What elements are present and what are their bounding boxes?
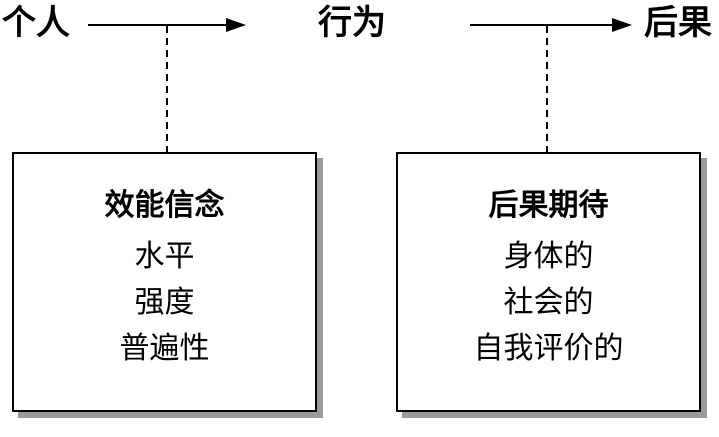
- person-label: 个人: [2, 3, 70, 43]
- arrowhead-outcome: [612, 18, 632, 32]
- outcome-label: 后果: [644, 3, 712, 43]
- efficacy-beliefs-box: 效能信念 水平 强度 普遍性: [12, 152, 317, 412]
- outcome-expectations-box: 后果期待 身体的 社会的 自我评价的: [396, 152, 701, 412]
- outcome-expectations-title: 后果期待: [488, 188, 609, 223]
- efficacy-item-generality: 普遍性: [119, 331, 210, 366]
- efficacy-item-strength: 强度: [134, 285, 195, 320]
- outcome-item-physical: 身体的: [503, 239, 594, 274]
- behavior-label: 行为: [318, 3, 386, 43]
- outcome-item-self-evaluative: 自我评价的: [473, 331, 624, 366]
- arrowhead-behavior: [226, 18, 246, 32]
- outcome-item-social: 社会的: [503, 285, 594, 320]
- efficacy-beliefs-title: 效能信念: [104, 188, 225, 223]
- efficacy-item-level: 水平: [134, 239, 195, 274]
